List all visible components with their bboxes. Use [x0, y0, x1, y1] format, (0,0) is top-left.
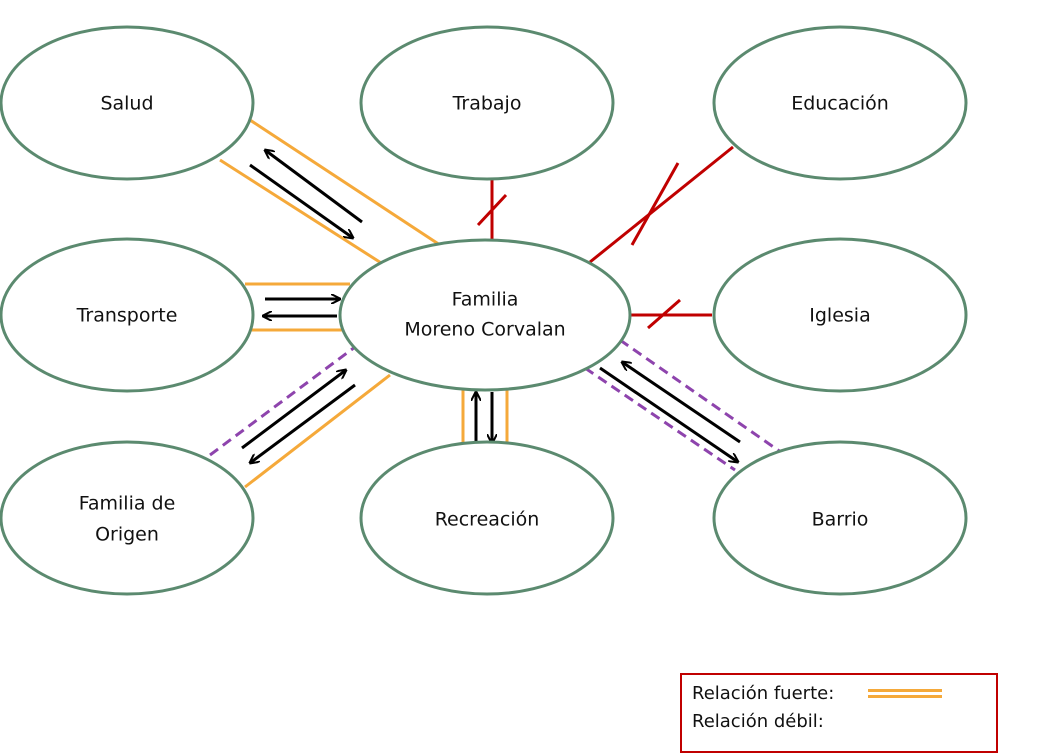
- node-recreacion: Recreación: [359, 440, 615, 596]
- strong-link-transporte: [245, 282, 350, 332]
- node-iglesia-label: Iglesia: [809, 305, 870, 327]
- arrows-transporte: [263, 299, 340, 316]
- node-salud-label: Salud: [100, 93, 153, 115]
- node-salud: Salud: [0, 25, 255, 181]
- node-center-familia: Familia Moreno Corvalan: [338, 238, 632, 392]
- node-barrio: Barrio: [712, 440, 968, 596]
- weak-link-barrio: [584, 338, 786, 472]
- arrows-salud: [249, 150, 363, 238]
- node-familia-origen-label-line1: Familia de: [79, 493, 176, 515]
- conflict-link-iglesia: [630, 298, 712, 330]
- strong-link-recreacion: [461, 390, 509, 445]
- node-barrio-label: Barrio: [812, 509, 869, 531]
- node-familia-origen-label-line2: Origen: [95, 524, 159, 546]
- node-trabajo: Trabajo: [359, 25, 615, 181]
- arrows-familia-origen: [241, 370, 356, 463]
- center-label-line1: Familia: [452, 289, 519, 311]
- arrows-barrio: [599, 362, 741, 462]
- node-educacion-label: Educación: [791, 93, 889, 115]
- legend-strong-swatch: [868, 689, 942, 698]
- node-transporte: Transporte: [0, 237, 255, 393]
- strong-link-salud: [219, 118, 441, 277]
- legend-box: Relación fuerte: Relación débil:: [680, 673, 998, 753]
- center-label-line2: Moreno Corvalan: [404, 319, 565, 341]
- node-iglesia: Iglesia: [712, 237, 968, 393]
- node-recreacion-label: Recreación: [435, 509, 540, 531]
- node-educacion: Educación: [712, 25, 968, 181]
- node-trabajo-label: Trabajo: [452, 93, 522, 115]
- node-transporte-label: Transporte: [76, 305, 178, 327]
- ecomap-diagram: Salud Trabajo Educación Transporte Igles…: [0, 25, 968, 596]
- conflict-link-trabajo: [476, 180, 508, 245]
- conflict-link-educacion: [589, 145, 734, 264]
- weak-link-familia-origen: [209, 345, 356, 457]
- arrows-recreacion: [476, 392, 492, 445]
- node-familia-origen: Familia de Origen: [0, 440, 255, 596]
- legend-weak-label: Relación débil:: [692, 711, 824, 732]
- legend-strong-label: Relación fuerte:: [692, 683, 835, 704]
- strong-link-familia-origen: [244, 373, 391, 489]
